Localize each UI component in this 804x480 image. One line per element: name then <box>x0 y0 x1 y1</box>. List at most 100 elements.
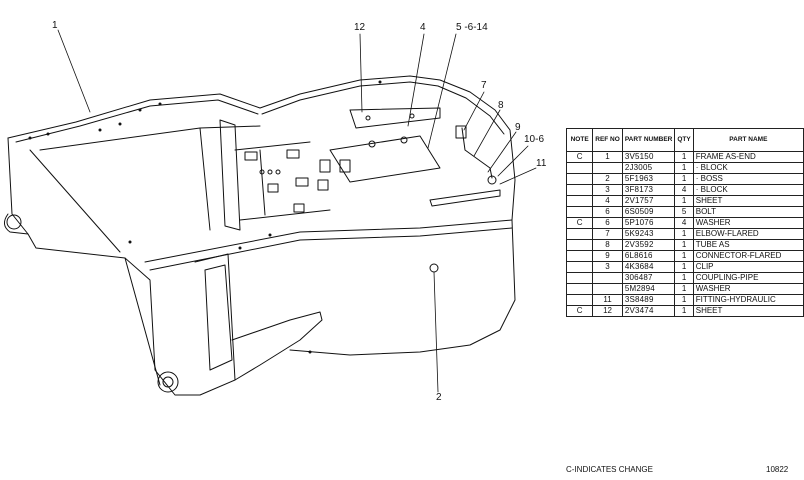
cell-part-name: CLIP <box>692 261 804 273</box>
cell-note <box>565 261 594 273</box>
cell-note <box>565 206 594 218</box>
cell-part-name: SHEET <box>692 195 804 207</box>
cell-ref: 1 <box>592 151 623 163</box>
boss <box>429 263 439 273</box>
cell-note <box>565 162 594 174</box>
cell-part-number: 5P1076 <box>621 217 676 229</box>
cell-part-number: 5K9243 <box>621 228 676 240</box>
callout-5: 5 -6-14 <box>456 22 488 33</box>
cell-ref <box>592 162 623 174</box>
cell-part-number: 2V3474 <box>621 305 676 317</box>
cell-note: C <box>565 217 594 229</box>
cell-part-number: 6L8616 <box>621 250 676 262</box>
cell-part-name: TUBE AS <box>692 239 804 251</box>
cell-ref: 7 <box>592 228 623 240</box>
callout-9: 9 <box>515 122 521 133</box>
cell-ref: 11 <box>592 294 623 306</box>
cell-part-name: · BOSS <box>692 173 804 185</box>
cell-note <box>565 283 594 295</box>
cell-qty: 1 <box>674 261 694 273</box>
col-part-name: PART NAME <box>692 128 804 152</box>
cell-part-number: 6S0509 <box>621 206 676 218</box>
cell-qty: 1 <box>674 272 694 284</box>
frame-left-lug <box>4 213 29 235</box>
cell-part-number: 3F8173 <box>621 184 676 196</box>
callout-8: 8 <box>498 100 504 111</box>
cell-note: C <box>565 151 594 163</box>
cell-ref: 9 <box>592 250 623 262</box>
cell-qty: 1 <box>674 294 694 306</box>
cell-part-name: WASHER <box>692 217 804 229</box>
cell-qty: 1 <box>674 162 694 174</box>
cell-note <box>565 184 594 196</box>
cell-part-name: FRAME AS-END <box>692 151 804 163</box>
cell-part-number: 2V3592 <box>621 239 676 251</box>
frame-floor <box>29 125 261 253</box>
callout-4: 4 <box>420 22 426 33</box>
cell-part-name: · BLOCK <box>692 162 804 174</box>
callout-7: 7 <box>481 80 487 91</box>
callout-12: 12 <box>354 22 366 33</box>
cell-ref: 6 <box>592 206 623 218</box>
cell-part-number: 4K3684 <box>621 261 676 273</box>
cell-note: C <box>565 305 594 317</box>
cell-qty: 1 <box>674 250 694 262</box>
frame-bracket <box>194 253 236 396</box>
cell-qty: 1 <box>674 195 694 207</box>
cell-qty: 4 <box>674 217 694 229</box>
parts-table-header: NOTE REF NO PART NUMBER QTY PART NAME <box>565 128 804 152</box>
cell-ref: 2 <box>592 173 623 185</box>
cell-note <box>565 294 594 306</box>
col-ref-no: REF NO <box>592 128 623 152</box>
cell-ref <box>592 272 623 284</box>
cell-qty: 1 <box>674 283 694 295</box>
cell-ref: 4 <box>592 195 623 207</box>
cell-part-name: WASHER <box>692 283 804 295</box>
cell-part-name: SHEET <box>692 305 804 317</box>
cell-ref <box>592 283 623 295</box>
col-qty: QTY <box>674 128 694 152</box>
cell-qty: 1 <box>674 239 694 251</box>
frame-assembly-drawing <box>4 29 537 396</box>
center-plate <box>329 135 441 183</box>
cell-part-number: 5M2894 <box>621 283 676 295</box>
frame-front-wall <box>144 219 513 263</box>
cell-note <box>565 228 594 240</box>
cell-qty: 1 <box>674 305 694 317</box>
bracket-pivot-hole <box>157 371 179 393</box>
cell-qty: 5 <box>674 206 694 218</box>
cell-part-name: · BLOCK <box>692 184 804 196</box>
left-pivot-hole <box>6 214 22 230</box>
cell-ref: 3 <box>592 261 623 273</box>
col-part-number: PART NUMBER <box>621 128 676 152</box>
frame-top-rim <box>259 75 516 221</box>
col-note: NOTE <box>565 128 594 152</box>
frame-left-wall <box>7 137 161 386</box>
callout-2: 2 <box>436 392 442 403</box>
cell-ref: 8 <box>592 239 623 251</box>
hydraulic-tube <box>461 127 493 179</box>
cell-part-name: ELBOW-FLARED <box>692 228 804 240</box>
callout-10: 10-6 <box>524 134 545 145</box>
cell-part-number: 2V1757 <box>621 195 676 207</box>
cell-qty: 1 <box>674 228 694 240</box>
rear-strip <box>429 189 501 207</box>
cell-ref: 12 <box>592 305 623 317</box>
cell-ref: 3 <box>592 184 623 196</box>
cell-part-number: 3V5150 <box>621 151 676 163</box>
callout-1: 1 <box>52 20 58 31</box>
cell-qty: 1 <box>674 151 694 163</box>
